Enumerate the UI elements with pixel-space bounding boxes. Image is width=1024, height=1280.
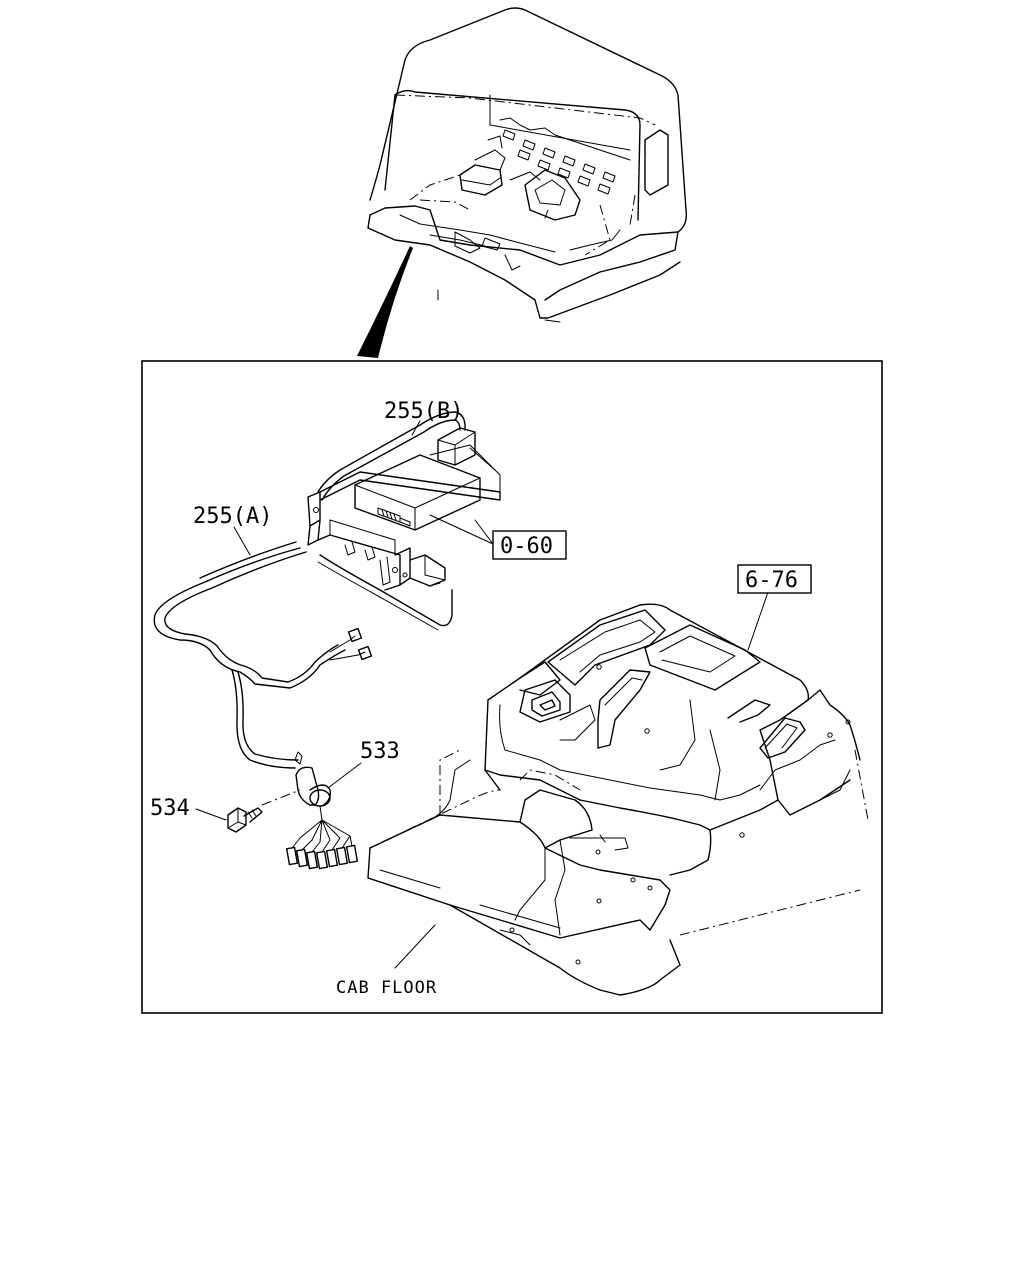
label-cab-floor: CAB FLOOR — [336, 978, 437, 998]
grommet-assembly — [195, 762, 362, 870]
label-255a: 255(A) — [193, 504, 272, 529]
label-255b: 255(B) — [384, 399, 463, 424]
harness-255b — [317, 411, 476, 501]
leader-0-60 — [429, 514, 494, 545]
harness-255a — [153, 541, 373, 769]
cab-floor-illustration — [367, 603, 869, 996]
bolt-icon — [227, 807, 247, 833]
terminal-bundle — [285, 835, 359, 870]
label-0-60[interactable]: 0-60 — [500, 534, 553, 559]
cab-overview-illustration — [367, 7, 688, 323]
leader-cab-floor — [394, 924, 436, 969]
detail-frame — [141, 360, 883, 1014]
label-6-76[interactable]: 6-76 — [745, 568, 798, 593]
label-534: 534 — [150, 796, 190, 821]
label-533: 533 — [360, 739, 400, 764]
ref-box-6-76[interactable] — [737, 564, 812, 594]
ref-box-0-60[interactable] — [492, 530, 567, 560]
control-unit-assembly — [307, 444, 501, 631]
leader-255b — [411, 420, 421, 436]
leader-6-76 — [747, 591, 769, 651]
leader-255a — [233, 526, 251, 556]
pointer-wedge-icon — [357, 246, 413, 358]
